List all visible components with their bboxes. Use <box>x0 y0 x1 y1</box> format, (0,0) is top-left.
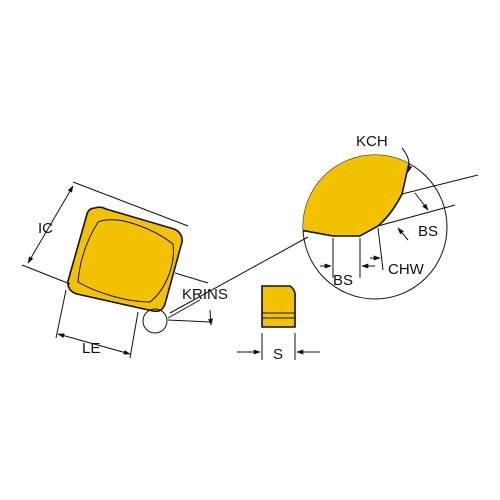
le-label: LE <box>82 340 100 357</box>
insert-top-view <box>67 206 183 334</box>
insert-body <box>67 206 183 313</box>
kch-label: KCH <box>356 133 388 150</box>
insert-inner-contour <box>77 219 174 303</box>
bs-bottom-label: BS <box>333 272 353 289</box>
corner-detail-circle <box>142 308 168 334</box>
krins-dimension: KRINS <box>167 272 228 326</box>
le-dimension: LE <box>55 289 139 359</box>
detail-insert-body <box>303 155 414 237</box>
ic-dimension: IC <box>21 181 189 285</box>
chw-label: CHW <box>388 261 425 278</box>
krins-label: KRINS <box>182 286 228 303</box>
corner-detail-view: BS CHW BS KCH <box>302 133 479 300</box>
side-view-body <box>261 285 296 328</box>
detail-leader <box>169 236 309 314</box>
s-label: S <box>273 346 283 363</box>
ic-label: IC <box>38 220 53 237</box>
bs-right-label: BS <box>418 223 438 240</box>
insert-side-view: S <box>237 285 320 363</box>
